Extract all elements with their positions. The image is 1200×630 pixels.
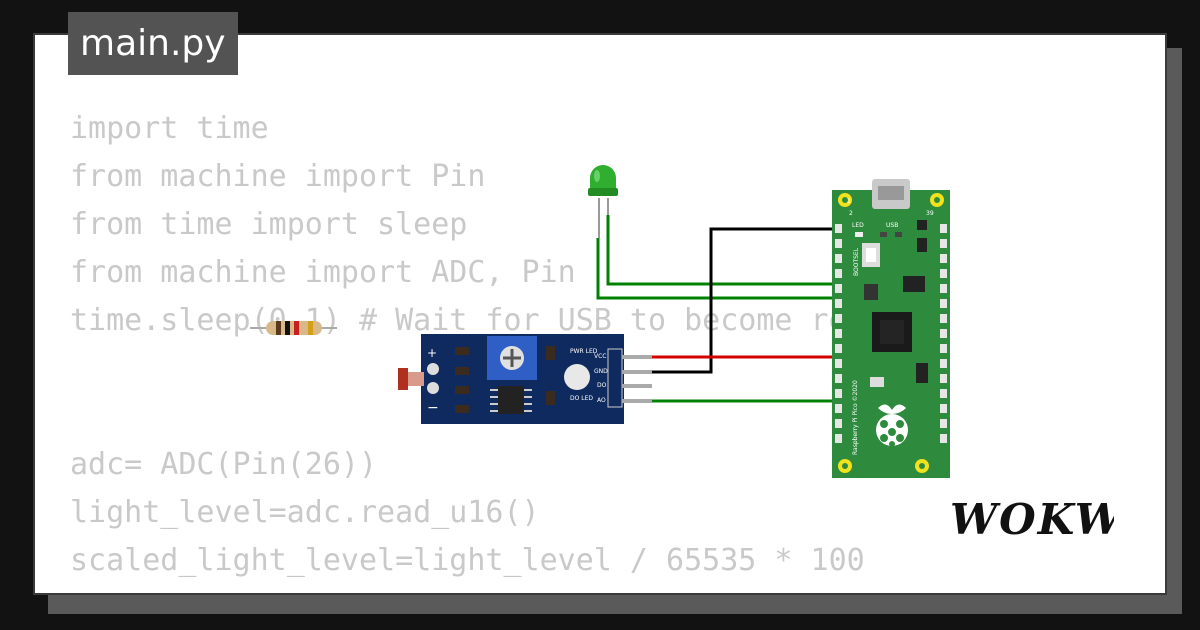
pin-gnd-label: GND xyxy=(594,368,608,375)
code-line: import time xyxy=(70,111,269,146)
bootsel-label: BOOTSEL xyxy=(853,247,860,276)
wokwi-logo-text: WOKWi xyxy=(950,495,1114,544)
led-label: LED xyxy=(852,222,864,229)
pwr-led-label: PWR LED xyxy=(570,348,598,355)
light-sensor-module[interactable]: + − PWR LED DO LED VCC GND DO A xyxy=(398,334,652,424)
raspberry-logo-icon xyxy=(876,404,908,447)
brand-text: Raspberry Pi Pico ©2020 xyxy=(852,380,859,455)
raspberry-pi-pico[interactable]: 2 1 39 LED USB BOOTSEL Raspberry Pi Pico… xyxy=(832,179,950,478)
do-led-label: DO LED xyxy=(570,395,593,402)
pin-vcc-label: VCC xyxy=(594,353,606,360)
wokwi-logo: WOKWi xyxy=(950,495,1114,544)
code-line: from time import sleep xyxy=(70,207,468,242)
code-line: adc= ADC(Pin(26)) xyxy=(70,447,378,482)
pin-1-label: 1 xyxy=(847,198,851,205)
code-line: from machine import ADC, Pin xyxy=(70,255,576,290)
usb-label: USB xyxy=(886,222,898,229)
green-led[interactable] xyxy=(588,165,618,238)
plus-label: + xyxy=(427,346,437,360)
minus-label: − xyxy=(427,400,439,416)
pin-do-label: DO xyxy=(597,382,607,389)
resistor[interactable] xyxy=(250,321,337,335)
file-tab[interactable]: main.py xyxy=(68,12,238,75)
code-line: from machine import Pin xyxy=(70,159,486,194)
pin-ao-label: AO xyxy=(597,397,606,404)
code-line: light_level=adc.read_u16() xyxy=(70,495,540,530)
pin-39-label: 39 xyxy=(926,210,934,217)
project-card: import time from machine import Pin from t… xyxy=(33,33,1167,595)
code-line: scaled_light_level=light_level / 65535 *… xyxy=(70,543,865,578)
pin-2-label: 2 xyxy=(849,210,853,217)
